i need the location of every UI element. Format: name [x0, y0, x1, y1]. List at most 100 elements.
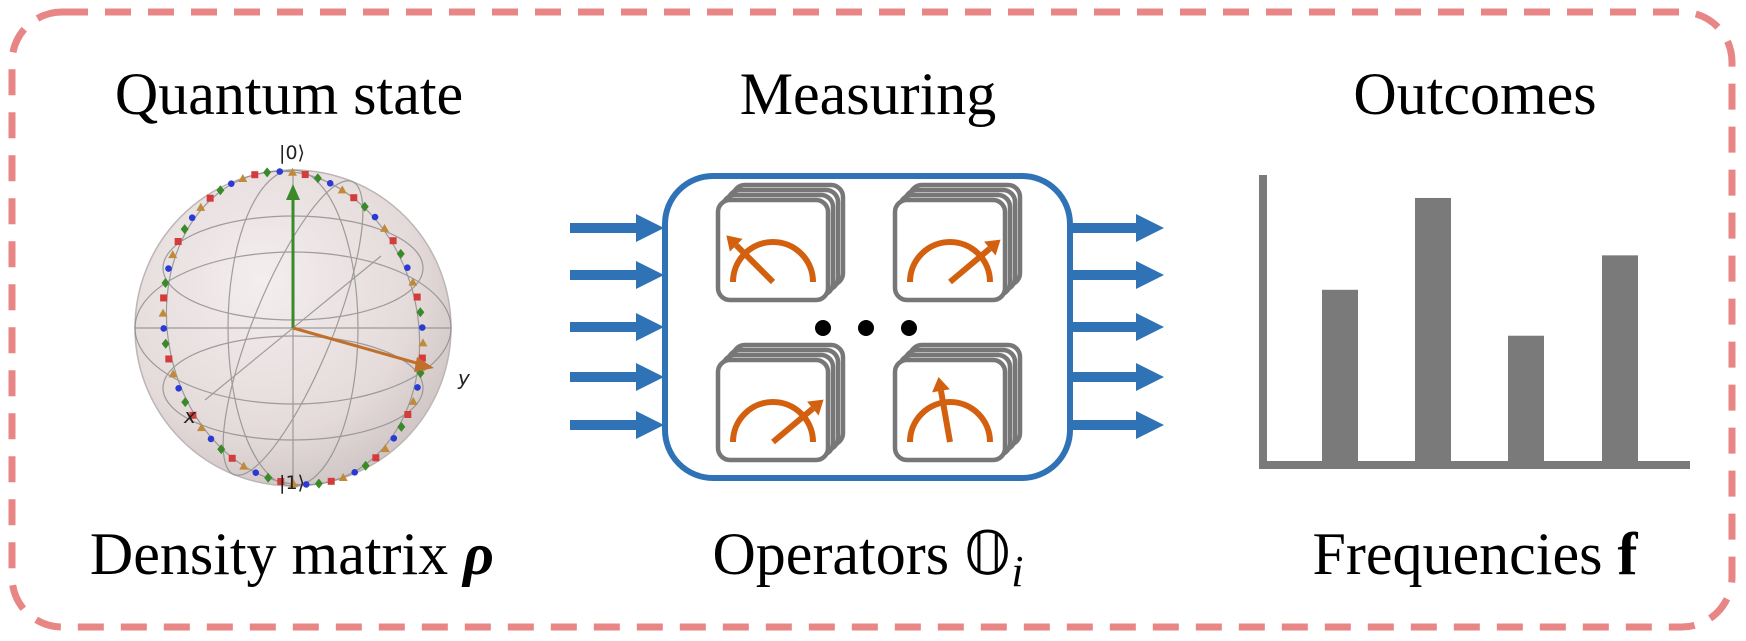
state-marker	[158, 308, 168, 317]
ellipsis-dots	[815, 320, 917, 336]
state-marker	[239, 461, 249, 470]
meter-grid	[715, 182, 1023, 463]
state-marker	[337, 185, 347, 194]
state-marker	[165, 265, 172, 272]
state-marker	[168, 250, 178, 259]
caption-frequencies: Frequencies f	[1313, 524, 1638, 584]
state-marker	[276, 168, 284, 175]
state-marker	[396, 248, 405, 259]
caption-operators-text: Operators	[712, 521, 965, 587]
state-marker	[372, 454, 380, 462]
state-marker	[216, 185, 225, 196]
state-marker	[416, 307, 425, 318]
input-arrow	[570, 313, 664, 341]
output-arrows	[1072, 214, 1164, 439]
bar-4	[1602, 255, 1638, 462]
input-arrow	[570, 214, 664, 242]
state-marker	[301, 171, 309, 179]
state-marker	[238, 173, 248, 182]
state-marker	[160, 294, 168, 302]
frequency-bars	[1322, 197, 1638, 462]
state-marker	[327, 477, 335, 485]
input-arrow	[570, 363, 664, 391]
state-marker	[408, 396, 418, 405]
state-marker	[360, 201, 369, 212]
title-outcomes: Outcomes	[1353, 61, 1597, 127]
meter-icon	[892, 182, 1023, 303]
z-vector-head	[286, 184, 300, 200]
title-measuring: Measuring	[739, 61, 997, 127]
caption-density-text: Density matrix	[89, 521, 464, 587]
input-arrow	[570, 411, 664, 439]
state-marker	[206, 194, 214, 202]
state-marker	[351, 469, 359, 476]
x-axis-label: x	[184, 404, 196, 428]
state-marker	[314, 478, 323, 489]
output-arrow	[1072, 411, 1164, 439]
state-marker	[313, 173, 322, 184]
state-marker	[217, 444, 226, 455]
state-marker	[168, 369, 178, 378]
ket-one-label: |1⟩	[279, 472, 305, 494]
state-marker	[277, 477, 285, 485]
state-marker	[418, 338, 428, 347]
state-marker	[181, 397, 190, 408]
state-marker	[287, 167, 297, 176]
state-marker	[207, 435, 215, 443]
meter-icon	[715, 182, 846, 303]
state-marker	[389, 237, 397, 245]
f-symbol: f	[1617, 521, 1638, 587]
meter-icon	[715, 342, 846, 463]
state-marker	[161, 338, 170, 349]
caption-density-matrix: Density matrix ρ	[90, 524, 494, 584]
bar-2	[1415, 197, 1451, 462]
operator-symbol: 𝕆	[964, 521, 1012, 587]
output-arrow	[1072, 313, 1164, 341]
state-marker	[175, 384, 182, 392]
input-arrows	[570, 214, 664, 439]
state-marker	[174, 237, 182, 245]
state-marker	[390, 434, 398, 442]
state-marker	[397, 421, 406, 432]
caption-operators: Operators 𝕆i	[712, 521, 1023, 594]
state-marker	[380, 223, 390, 232]
state-marker	[418, 324, 426, 331]
state-marker	[326, 180, 334, 187]
state-marker	[408, 277, 418, 286]
y-vector	[292, 326, 421, 366]
state-marker	[252, 469, 260, 476]
state-marker	[418, 354, 426, 362]
title-quantum-state: Quantum state	[114, 61, 464, 127]
dashed-border	[8, 8, 1736, 631]
state-marker	[404, 264, 411, 272]
state-marker	[414, 384, 421, 391]
ket-zero-label: |0⟩	[279, 142, 305, 164]
state-marker	[264, 472, 273, 483]
state-marker	[350, 194, 358, 202]
state-marker	[371, 213, 379, 221]
state-marker	[196, 202, 206, 211]
state-marker	[263, 167, 272, 178]
state-marker	[165, 355, 173, 363]
state-marker	[189, 411, 197, 419]
state-marker	[188, 214, 196, 222]
state-marker	[251, 171, 259, 179]
state-marker	[380, 444, 390, 453]
y-vector-head	[414, 357, 434, 372]
bar-3	[1508, 335, 1544, 462]
meter-icon	[892, 342, 1023, 463]
output-arrow	[1072, 214, 1164, 242]
output-arrow	[1072, 363, 1164, 391]
state-marker	[404, 411, 412, 419]
state-marker	[338, 473, 348, 482]
state-marker	[160, 325, 168, 332]
bloch-sphere	[134, 167, 452, 489]
state-markers	[158, 167, 428, 489]
output-arrow	[1072, 261, 1164, 289]
state-marker	[196, 423, 206, 432]
caption-frequencies-text: Frequencies	[1312, 521, 1618, 587]
state-marker	[228, 454, 236, 462]
state-marker	[413, 293, 421, 301]
state-marker	[289, 479, 299, 488]
